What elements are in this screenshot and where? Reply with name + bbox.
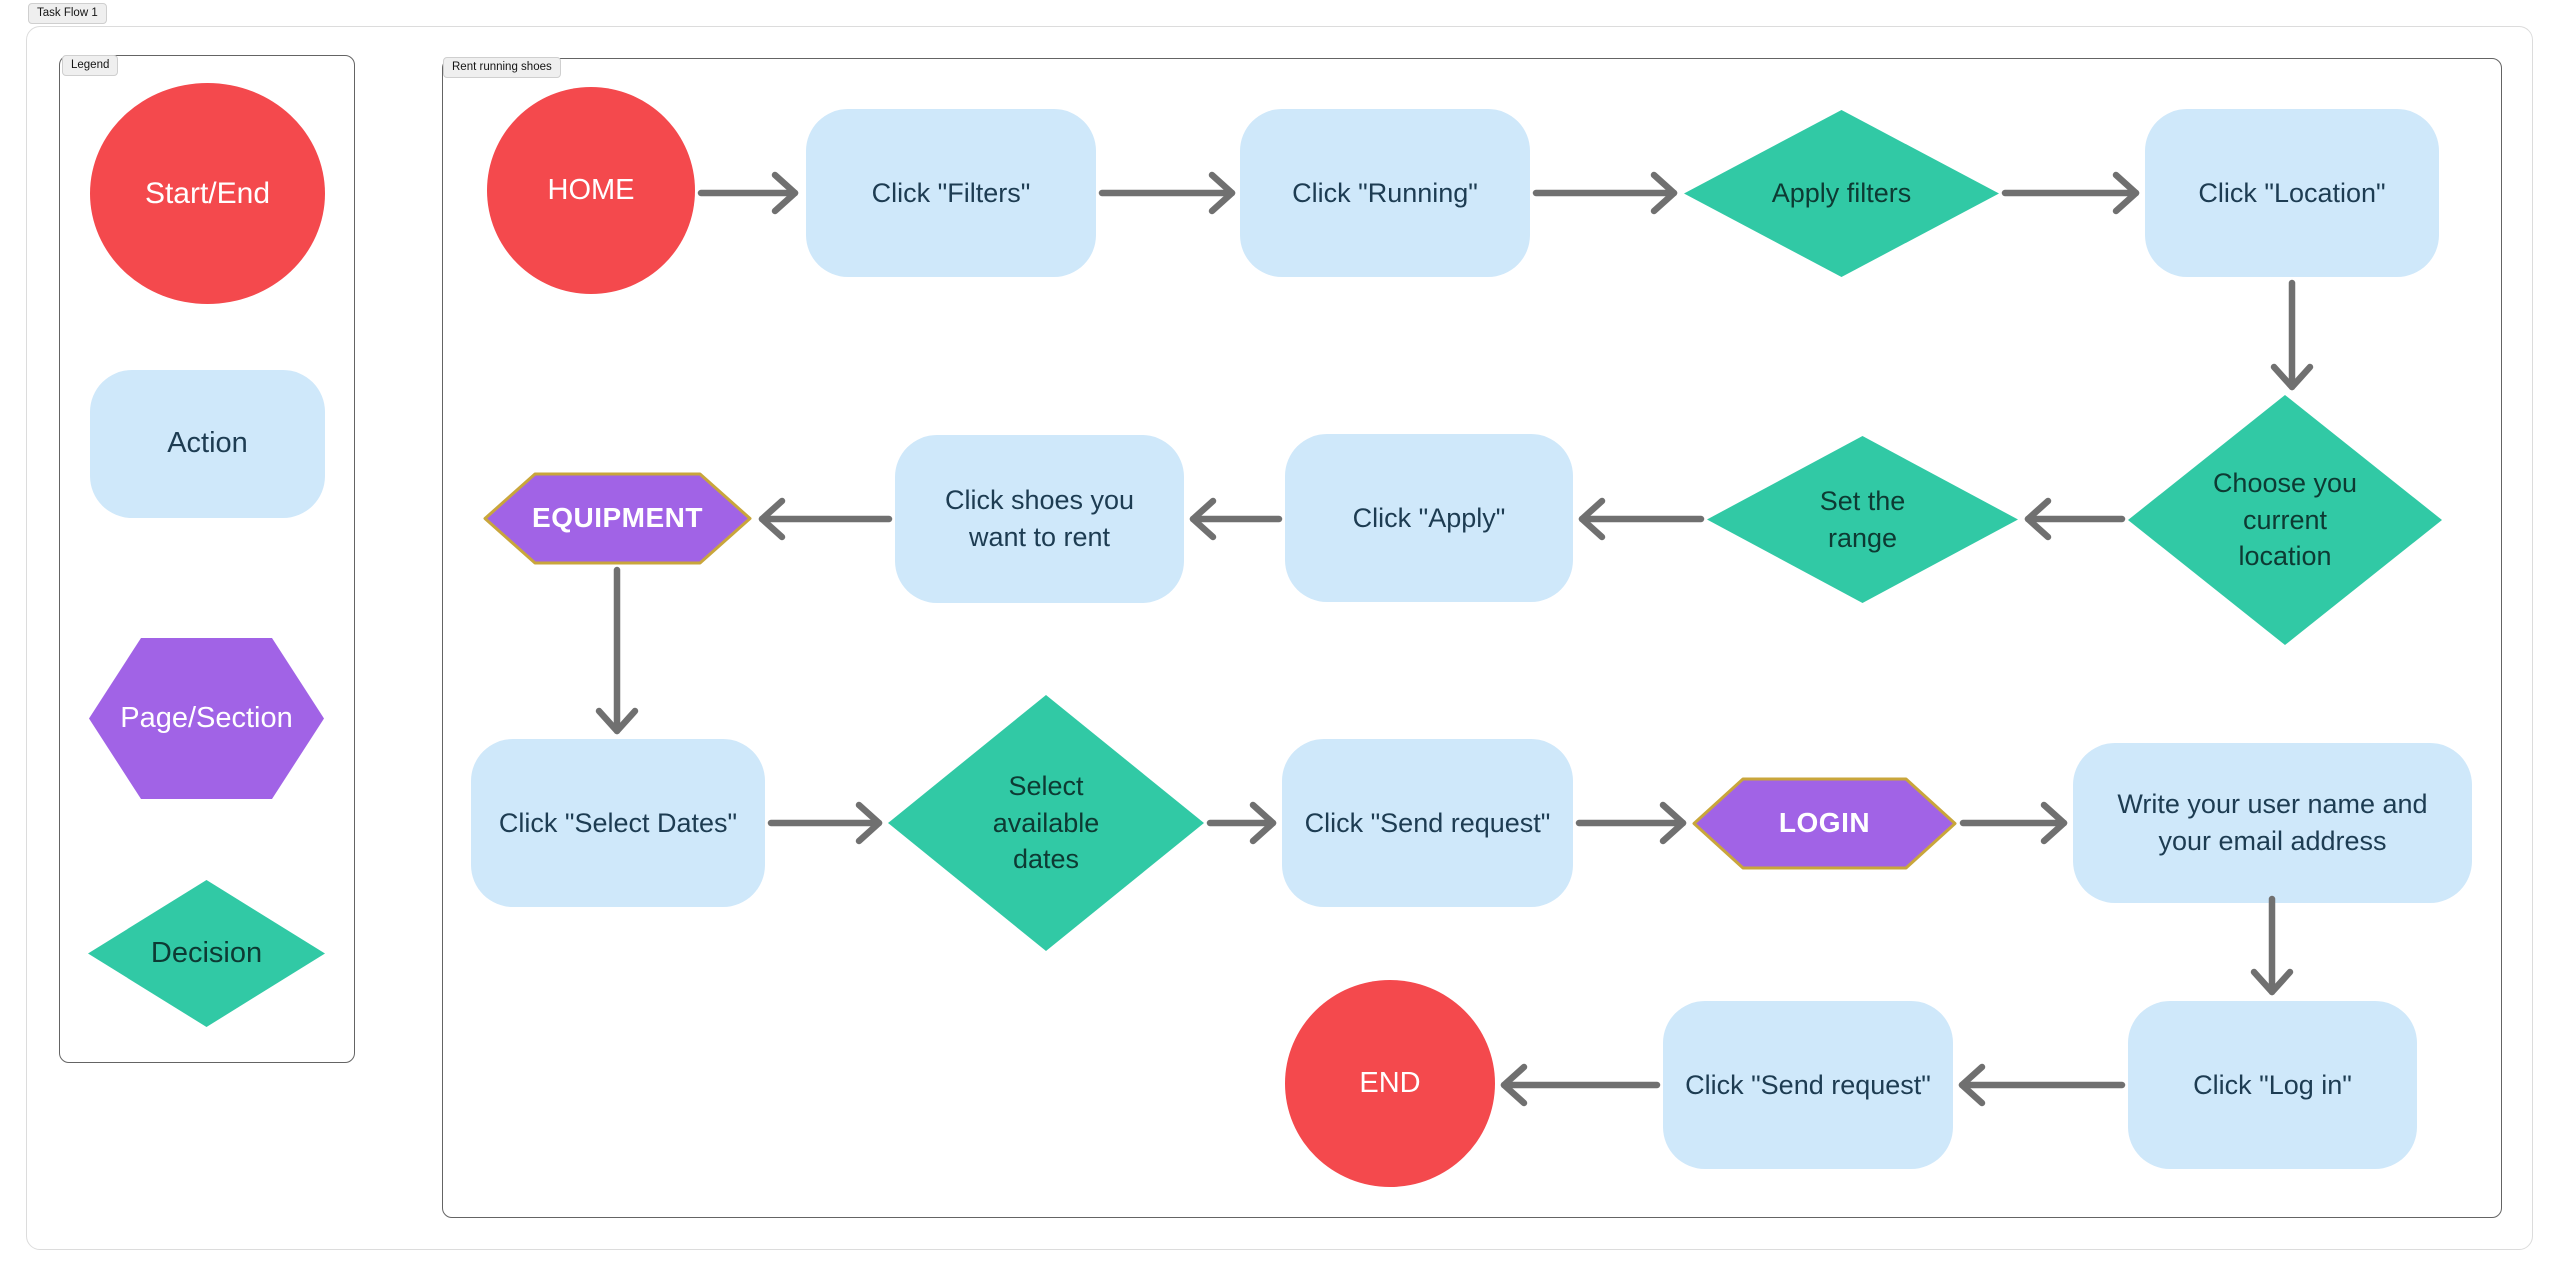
node-click-apply[interactable]: Click "Apply" [1285,434,1573,602]
legend-action-label: Action [167,427,248,460]
node-label: Click "Apply" [1352,502,1506,533]
node-label: END [1359,1066,1421,1099]
node-label: Click "Running" [1292,177,1478,208]
legend-decision-label: Decision [150,936,263,969]
node-label: Click "Select Dates" [498,807,738,838]
node-login-page[interactable]: LOGIN [1692,777,1957,870]
legend-start-end-shape[interactable]: Start/End [90,83,325,304]
node-click-running[interactable]: Click "Running" [1240,109,1530,277]
node-click-location[interactable]: Click "Location" [2145,109,2439,277]
node-write-username-email[interactable]: Write your user name and your email addr… [2073,743,2472,903]
node-start-home[interactable]: HOME [487,87,695,294]
node-equipment-page[interactable]: EQUIPMENT [483,472,752,565]
node-label: Write your user name and your email addr… [2117,789,2428,856]
legend-action-shape[interactable]: Action [90,370,325,518]
node-label: Click "Send request" [1304,807,1551,838]
node-label: Click "Filters" [871,177,1031,208]
node-label: Set the range [1819,485,1906,553]
node-click-select-dates[interactable]: Click "Select Dates" [471,739,765,907]
node-label: Click shoes you want to rent [944,485,1135,552]
hexagon-shape-icon [1692,777,1957,870]
canvas-title-pill: Task Flow 1 [28,3,107,24]
node-click-log-in[interactable]: Click "Log in" [2128,1001,2417,1169]
node-label: Choose you current location [2212,467,2358,572]
node-click-shoes-to-rent[interactable]: Click shoes you want to rent [895,435,1184,603]
legend-start-end-label: Start/End [144,176,271,210]
node-label: HOME [547,173,635,206]
node-label: Click "Location" [2198,177,2386,208]
node-label: Click "Send request" [1685,1069,1931,1100]
hexagon-shape-icon [89,638,324,799]
node-click-filters[interactable]: Click "Filters" [806,109,1096,277]
legend-title-pill: Legend [62,55,119,76]
node-click-send-request-2[interactable]: Click "Send request" [1663,1001,1953,1169]
hexagon-shape-icon [483,472,752,565]
node-end[interactable]: END [1285,980,1495,1187]
node-label: Select available dates [992,770,1100,875]
node-click-send-request-1[interactable]: Click "Send request" [1282,739,1573,907]
node-label: Click "Log in" [2193,1069,2352,1100]
node-label: Apply filters [1771,178,1912,208]
legend-page-section-shape[interactable]: Page/Section [88,637,325,800]
flow-title-pill: Rent running shoes [443,57,561,78]
